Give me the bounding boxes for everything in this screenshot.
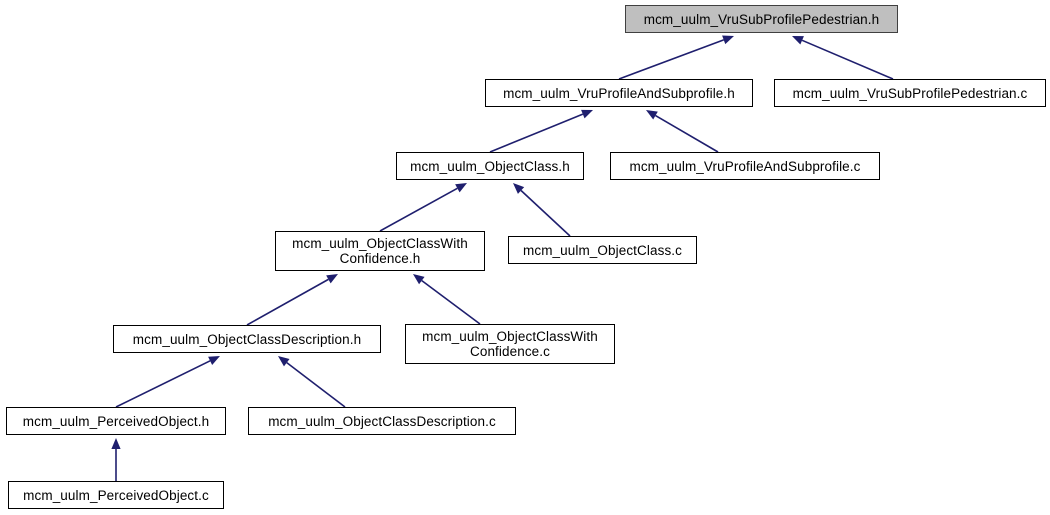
node-label-vru_sub_profile_pedestrian_h: mcm_uulm_VruSubProfilePedestrian.h xyxy=(643,11,880,27)
edge-line-object_class_with_confidence_c-to-object_class_with_confidence_h xyxy=(421,279,481,325)
edge-line-vru_sub_profile_pedestrian_c-to-vru_sub_profile_pedestrian_h xyxy=(801,39,894,80)
node-object_class_with_confidence_h[interactable]: mcm_uulm_ObjectClassWith Confidence.h xyxy=(275,231,485,271)
edge-arrowhead-object_class_description_h-to-object_class_with_confidence_h xyxy=(326,274,338,284)
edge-line-object_class_description_c-to-object_class_description_h xyxy=(286,362,346,408)
edge-arrowhead-object_class_h-to-vru_profile_and_subprofile_h xyxy=(581,109,593,119)
node-label-perceived_object_c: mcm_uulm_PerceivedObject.c xyxy=(23,487,209,503)
node-object_class_with_confidence_c[interactable]: mcm_uulm_ObjectClassWith Confidence.c xyxy=(405,324,615,364)
edge-line-vru_profile_and_subprofile_c-to-vru_profile_and_subprofile_h xyxy=(655,114,719,153)
edge-line-object_class_c-to-object_class_h xyxy=(520,189,571,237)
edge-arrowhead-object_class_description_c-to-object_class_description_h xyxy=(278,356,290,367)
node-object_class_description_h[interactable]: mcm_uulm_ObjectClassDescription.h xyxy=(113,325,381,353)
edge-line-object_class_description_h-to-object_class_with_confidence_h xyxy=(246,278,329,326)
node-object_class_h[interactable]: mcm_uulm_ObjectClass.h xyxy=(396,152,584,180)
edge-line-vru_profile_and_subprofile_h-to-vru_sub_profile_pedestrian_h xyxy=(618,39,724,80)
edge-line-perceived_object_h-to-object_class_description_h xyxy=(115,360,211,408)
node-label-vru_profile_and_subprofile_h: mcm_uulm_VruProfileAndSubprofile.h xyxy=(503,85,735,101)
node-label-vru_profile_and_subprofile_c: mcm_uulm_VruProfileAndSubprofile.c xyxy=(629,158,861,174)
node-vru_sub_profile_pedestrian_h[interactable]: mcm_uulm_VruSubProfilePedestrian.h xyxy=(625,5,898,33)
edge-arrowhead-vru_profile_and_subprofile_c-to-vru_profile_and_subprofile_h xyxy=(646,110,658,120)
edge-arrowhead-vru_sub_profile_pedestrian_c-to-vru_sub_profile_pedestrian_h xyxy=(792,36,804,45)
edge-arrowhead-vru_profile_and_subprofile_h-to-vru_sub_profile_pedestrian_h xyxy=(722,35,734,45)
edge-arrowhead-perceived_object_c-to-perceived_object_h xyxy=(111,438,121,449)
edge-arrowhead-object_class_with_confidence_h-to-object_class_h xyxy=(455,183,467,193)
node-label-object_class_h: mcm_uulm_ObjectClass.h xyxy=(410,158,570,174)
node-object_class_c[interactable]: mcm_uulm_ObjectClass.c xyxy=(508,236,697,264)
node-label-vru_sub_profile_pedestrian_c: mcm_uulm_VruSubProfilePedestrian.c xyxy=(792,85,1028,101)
node-vru_profile_and_subprofile_c[interactable]: mcm_uulm_VruProfileAndSubprofile.c xyxy=(610,152,880,180)
node-vru_sub_profile_pedestrian_c[interactable]: mcm_uulm_VruSubProfilePedestrian.c xyxy=(774,79,1046,107)
node-label-object_class_with_confidence_c: mcm_uulm_ObjectClassWith Confidence.c xyxy=(422,329,598,359)
edge-arrowhead-object_class_with_confidence_c-to-object_class_with_confidence_h xyxy=(413,274,425,285)
edge-arrowhead-perceived_object_h-to-object_class_description_h xyxy=(208,356,220,365)
node-label-object_class_description_h: mcm_uulm_ObjectClassDescription.h xyxy=(132,331,362,347)
node-label-object_class_with_confidence_h: mcm_uulm_ObjectClassWith Confidence.h xyxy=(292,236,468,266)
edge-arrowhead-object_class_c-to-object_class_h xyxy=(513,183,525,194)
edge-line-object_class_h-to-vru_profile_and_subprofile_h xyxy=(489,113,584,153)
node-label-object_class_description_c: mcm_uulm_ObjectClassDescription.c xyxy=(268,413,496,429)
node-perceived_object_c[interactable]: mcm_uulm_PerceivedObject.c xyxy=(8,481,224,509)
node-label-perceived_object_h: mcm_uulm_PerceivedObject.h xyxy=(22,413,210,429)
edge-line-object_class_with_confidence_h-to-object_class_h xyxy=(379,187,458,232)
node-label-object_class_c: mcm_uulm_ObjectClass.c xyxy=(523,242,682,258)
node-object_class_description_c[interactable]: mcm_uulm_ObjectClassDescription.c xyxy=(248,407,516,435)
node-vru_profile_and_subprofile_h[interactable]: mcm_uulm_VruProfileAndSubprofile.h xyxy=(485,79,753,107)
node-perceived_object_h[interactable]: mcm_uulm_PerceivedObject.h xyxy=(6,407,226,435)
